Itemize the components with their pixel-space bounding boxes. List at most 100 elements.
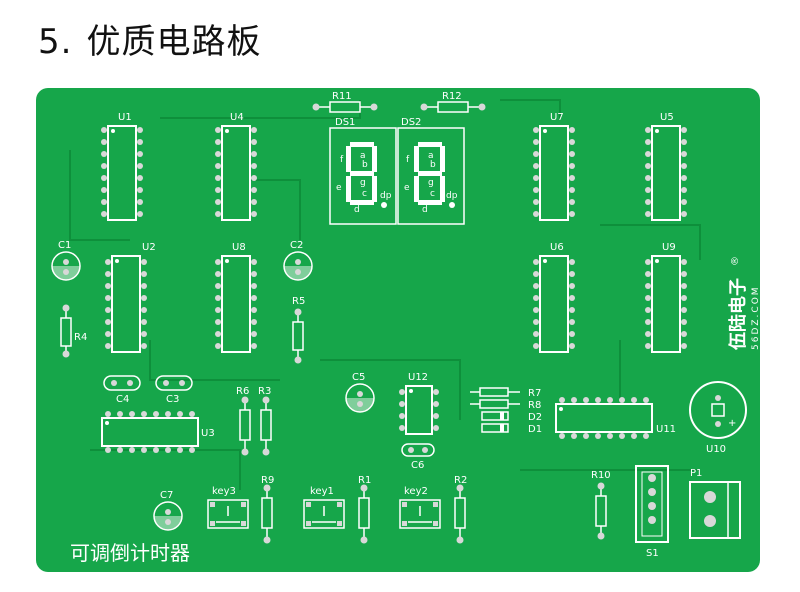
pin-pad: [251, 343, 257, 349]
resistor-r8: [470, 399, 520, 409]
pin-pad: [251, 127, 257, 133]
label-c1: C1: [58, 240, 71, 251]
pin-pad: [141, 319, 147, 325]
label-key1: key1: [310, 486, 334, 497]
switch-key3: [207, 499, 249, 529]
label-c2: C2: [290, 240, 303, 251]
pin-pad: [681, 319, 687, 325]
display-ds1: [329, 127, 397, 225]
pin-pad: [215, 343, 221, 349]
chip-u2: [111, 255, 141, 353]
display-ds2: [397, 127, 465, 225]
pin-pad: [571, 433, 577, 439]
seg-f-2: f: [406, 155, 410, 165]
pin-pad: [101, 127, 107, 133]
pin-pad: [165, 447, 171, 453]
seg-dp-1: dp: [380, 191, 392, 201]
resistor-r3: [260, 396, 272, 456]
label-ds1: DS1: [335, 117, 355, 128]
pin-pad: [533, 211, 539, 217]
label-u5: U5: [660, 112, 674, 123]
label-c4: C4: [116, 394, 129, 405]
capacitor-c4: [103, 375, 141, 391]
pin-pad: [533, 271, 539, 277]
resistor-r12: [420, 101, 486, 113]
label-r8: R8: [528, 400, 541, 411]
pin-pad: [533, 283, 539, 289]
label-r11: R11: [332, 91, 352, 102]
pin-pad: [533, 343, 539, 349]
seg-d-2: d: [422, 205, 428, 215]
pin-pad: [645, 343, 651, 349]
pin-pad: [129, 447, 135, 453]
pin-pad: [141, 283, 147, 289]
resistor-r2: [454, 484, 466, 544]
label-u4: U4: [230, 112, 244, 123]
pin-pad: [251, 295, 257, 301]
label-u7: U7: [550, 112, 564, 123]
pin-pad: [153, 411, 159, 417]
pin-pad: [189, 447, 195, 453]
pin-pad: [681, 163, 687, 169]
segment-letters: a b g f e c d dp a b g f e c d dp: [336, 151, 458, 215]
label-c5: C5: [352, 372, 365, 383]
pin-pad: [215, 319, 221, 325]
pin-pad: [645, 139, 651, 145]
chip-u1: [107, 125, 137, 221]
label-u2: U2: [142, 242, 156, 253]
pin-pad: [681, 271, 687, 277]
chip-u8: [221, 255, 251, 353]
pin-pad: [251, 211, 257, 217]
label-plus: +: [728, 418, 736, 429]
chip-pads: [101, 127, 687, 453]
pin-pad: [117, 447, 123, 453]
pin-pad: [569, 163, 575, 169]
pin-pad: [105, 319, 111, 325]
seg-b-1: b: [362, 160, 368, 170]
label-c6: C6: [411, 460, 424, 471]
pin-pad: [681, 211, 687, 217]
pin-pad: [251, 163, 257, 169]
pin-pad: [105, 271, 111, 277]
pin-pad: [177, 411, 183, 417]
seg-c-1: c: [362, 189, 367, 199]
pin-pad: [645, 151, 651, 157]
pin-pad: [569, 211, 575, 217]
pin-pad: [137, 199, 143, 205]
capacitor-c6: [401, 443, 435, 457]
pin-pad: [251, 331, 257, 337]
pin-pad: [215, 283, 221, 289]
pin-pad: [251, 319, 257, 325]
pin-pad: [681, 331, 687, 337]
pin-pad: [533, 127, 539, 133]
resistor-r5: [292, 308, 304, 364]
resistor-r11: [312, 101, 378, 113]
pin-pad: [569, 271, 575, 277]
capacitor-c3: [155, 375, 193, 391]
pin-pad: [533, 259, 539, 265]
pin-pad: [533, 163, 539, 169]
pin-pad: [681, 139, 687, 145]
pin-pad: [645, 211, 651, 217]
pin-pad: [569, 187, 575, 193]
buzzer-u10: [689, 381, 747, 439]
diode-d1: [481, 423, 509, 433]
pin-pad: [631, 433, 637, 439]
pin-pad: [105, 331, 111, 337]
label-r4: R4: [74, 332, 87, 343]
pin-pad: [105, 411, 111, 417]
pin-pad: [619, 397, 625, 403]
pin-pad: [141, 331, 147, 337]
label-u9: U9: [662, 242, 676, 253]
capacitor-c7: [153, 501, 183, 531]
pin-pad: [631, 397, 637, 403]
seg-e-2: e: [404, 183, 410, 193]
pin-pad: [433, 401, 439, 407]
pin-pad: [569, 199, 575, 205]
chip-u6: [539, 255, 569, 353]
label-r10: R10: [591, 470, 611, 481]
pin-pad: [433, 425, 439, 431]
chip-u4: [221, 125, 251, 221]
pin-pad: [137, 187, 143, 193]
pin-pad: [433, 389, 439, 395]
